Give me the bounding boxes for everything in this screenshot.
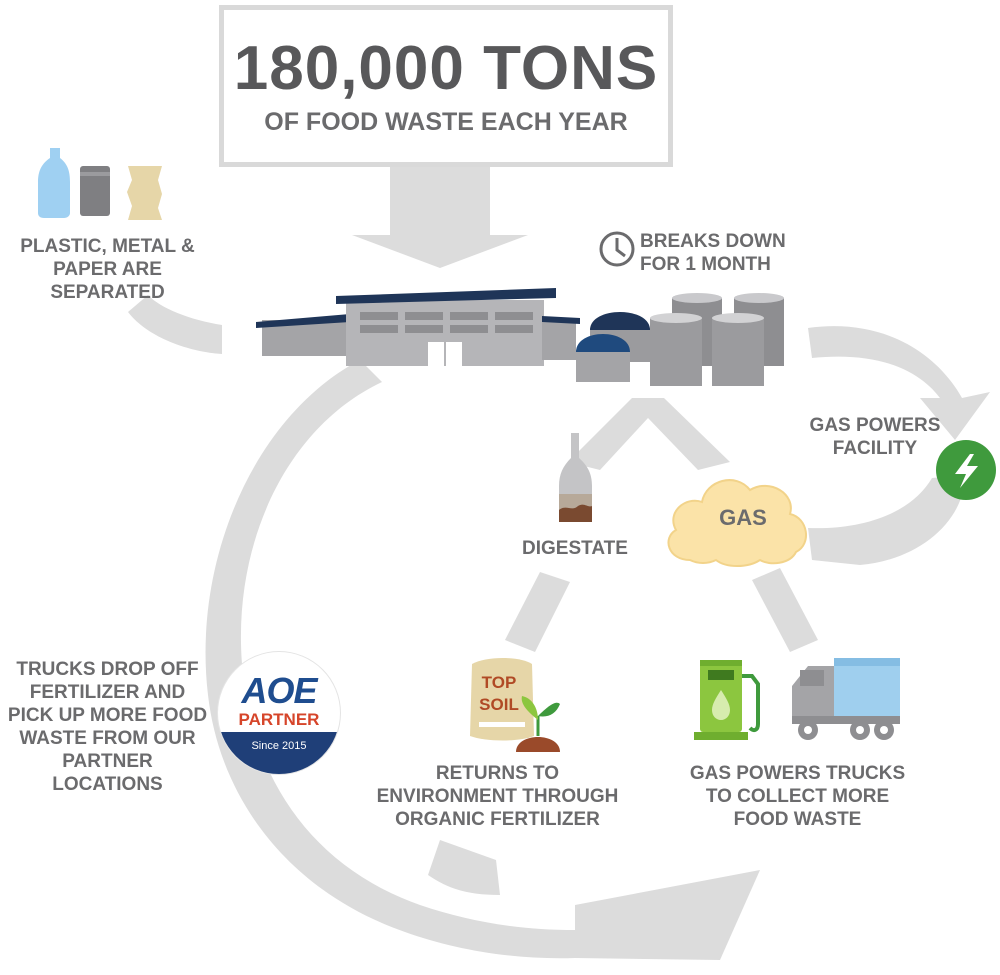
- badge-brand: AOE: [218, 670, 340, 712]
- pump-icon: [694, 660, 758, 740]
- paper-icon: [127, 166, 162, 220]
- flow-arrows: [128, 163, 990, 960]
- label-separated: PLASTIC, METAL & PAPER ARE SEPARATED: [0, 235, 215, 304]
- headline-box: 180,000 TONS OF FOOD WASTE EACH YEAR: [219, 5, 673, 167]
- label-trucks-drop-off: TRUCKS DROP OFF FERTILIZER AND PICK UP M…: [5, 658, 210, 796]
- clock-icon: [601, 233, 633, 265]
- headline-amount: 180,000 TONS: [224, 34, 668, 104]
- badge-program: PARTNER: [218, 710, 340, 730]
- arrow-to-trucks: [752, 568, 818, 652]
- truck-icon: [792, 658, 900, 740]
- arrow-right-loop-lower: [808, 475, 965, 565]
- partner-badge: AOE PARTNER Since 2015: [218, 652, 340, 774]
- badge-band: [218, 732, 340, 774]
- arrow-bottom-right: [575, 870, 760, 960]
- label-top-soil: TOP SOIL: [470, 672, 528, 716]
- badge-since: Since 2015: [218, 740, 340, 752]
- headline-subtitle: OF FOOD WASTE EACH YEAR: [224, 108, 668, 137]
- arrow-down-headline: [352, 163, 528, 268]
- separated-items: [38, 148, 162, 220]
- arrow-to-soil: [505, 572, 570, 652]
- label-breaks-down: BREAKS DOWN FOR 1 MONTH: [640, 230, 790, 276]
- storage-tanks: [650, 293, 784, 386]
- label-gas-powers-trucks: GAS POWERS TRUCKS TO COLLECT MORE FOOD W…: [685, 762, 910, 831]
- arrow-to-returns: [428, 840, 500, 895]
- label-gas-powers-facility: GAS POWERS FACILITY: [805, 414, 945, 460]
- facility: [256, 288, 650, 382]
- label-digestate: DIGESTATE: [510, 537, 640, 560]
- lightning-icon: [936, 440, 996, 500]
- label-gas: GAS: [718, 505, 768, 531]
- label-returns: RETURNS TO ENVIRONMENT THROUGH ORGANIC F…: [375, 762, 620, 831]
- bottle-icon: [38, 148, 70, 218]
- arrow-split: [568, 398, 730, 470]
